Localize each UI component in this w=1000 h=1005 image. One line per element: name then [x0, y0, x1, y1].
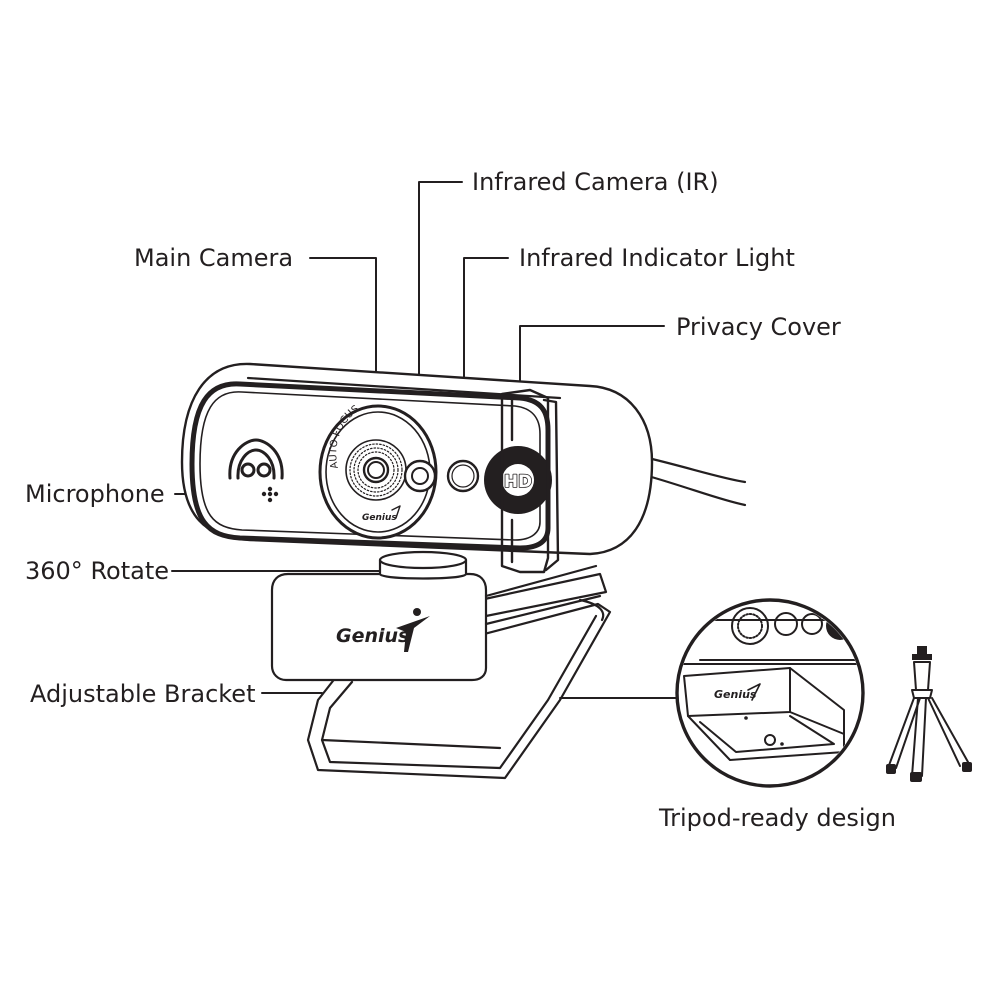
label-main-camera: Main Camera	[134, 244, 294, 272]
base-brand-text: Genius	[336, 625, 409, 647]
label-infrared-camera: Infrared Camera (IR)	[472, 168, 719, 196]
microphone-holes-icon	[261, 486, 279, 503]
lens-brand-text: Genius	[362, 513, 397, 523]
tripod-detail-inset	[675, 598, 865, 788]
lens-ring-ticks	[349, 443, 403, 497]
microphone-icon	[228, 438, 284, 503]
inset-logo-icon	[747, 683, 761, 701]
base-block	[270, 564, 602, 682]
inset-brand-text: Genius	[714, 688, 757, 701]
label-privacy-cover: Privacy Cover	[676, 313, 841, 341]
genius-logo-icon	[396, 608, 430, 652]
lens-brand-logo-icon	[391, 505, 401, 519]
leader-privacy-cover	[519, 325, 665, 393]
usb-cable	[646, 456, 747, 507]
tripod-icon	[886, 646, 972, 782]
leader-infrared-camera	[418, 181, 463, 453]
label-bracket: Adjustable Bracket	[30, 680, 256, 708]
hd-badge-text: HD	[504, 472, 532, 492]
label-tripod: Tripod-ready design	[659, 804, 896, 832]
infrared-indicator-icon	[446, 459, 480, 493]
label-rotate: 360° Rotate	[25, 557, 170, 585]
main-camera-lens-icon	[318, 404, 438, 540]
label-microphone: Microphone	[25, 480, 165, 508]
privacy-cover-slider	[500, 388, 560, 574]
label-infrared-indicator: Infrared Indicator Light	[519, 244, 795, 272]
rotate-joint	[378, 550, 468, 580]
